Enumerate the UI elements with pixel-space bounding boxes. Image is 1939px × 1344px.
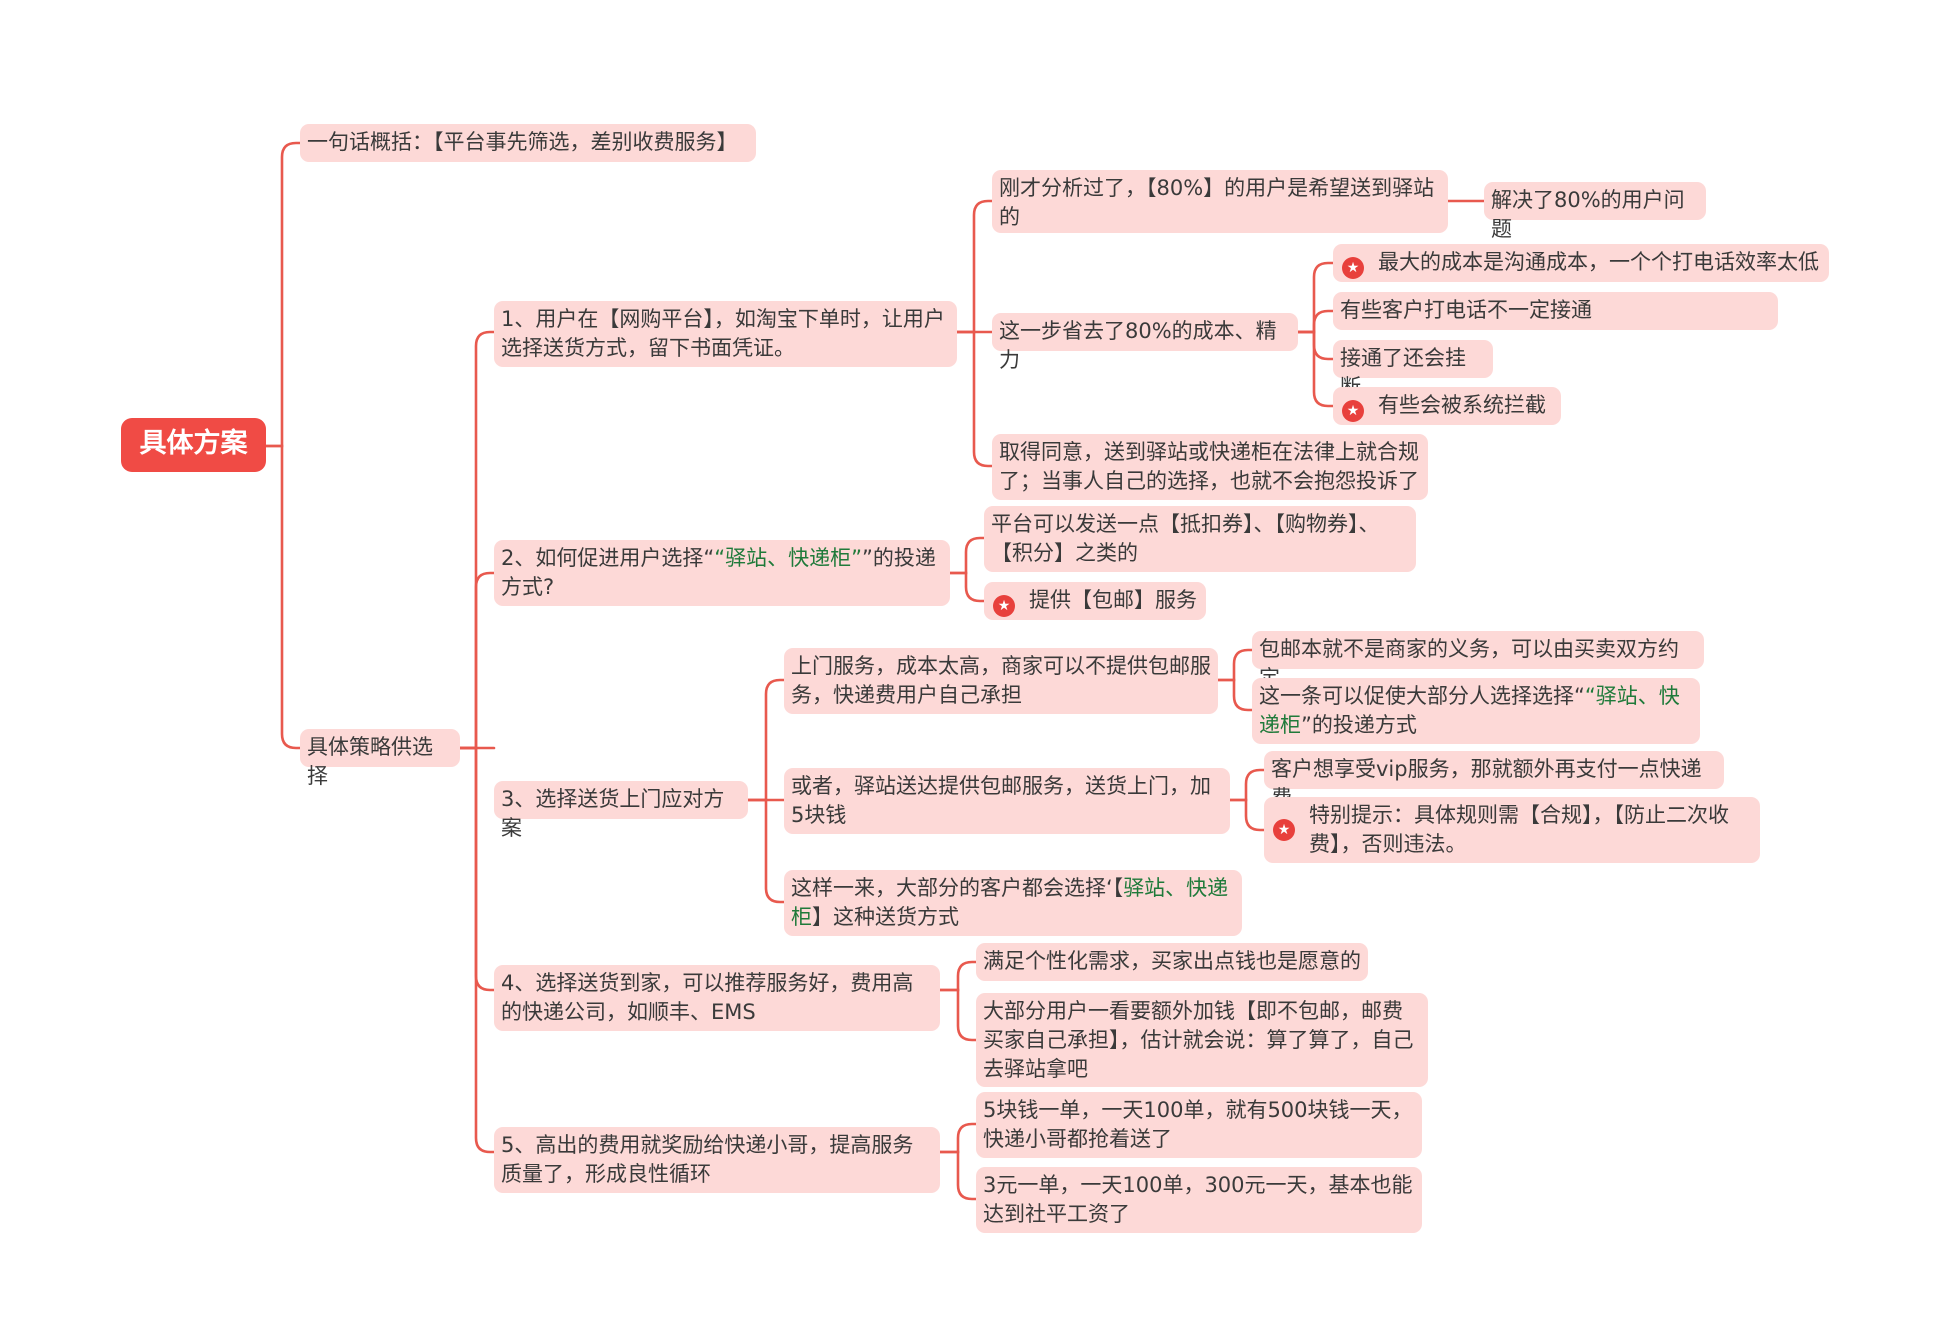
strategy-5[interactable]: 5、高出的费用就奖励给快递小哥，提高服务质量了，形成良性循环 <box>494 1127 940 1193</box>
link-s5-a <box>938 1122 978 1154</box>
link-s1-c <box>955 330 994 468</box>
point-c-label-post: 】这种送货方式 <box>812 905 959 929</box>
child-label-post: ”的投递方式 <box>1301 713 1417 737</box>
strategy-3-point-a[interactable]: 上门服务，成本太高，商家可以不提供包邮服务，快递费用户自己承担 <box>784 648 1218 714</box>
child-label-highlight: “驿站、快递柜 <box>1259 684 1680 737</box>
strategy-1-point-b-item-4[interactable]: ★ 有些会被系统拦截 <box>1333 387 1561 425</box>
strategy-1-point-a[interactable]: 刚才分析过了，【80%】的用户是希望送到驿站的 <box>992 170 1448 233</box>
child-label-pre: 这一条可以促使大部分人选择选择“ <box>1259 684 1585 708</box>
point-c-label-highlight: 驿站、快递柜 <box>791 876 1229 929</box>
link-s5-b <box>938 1150 978 1201</box>
link-s1b-4 <box>1296 330 1335 408</box>
link-s3a-2 <box>1216 678 1254 712</box>
link-s3a-1 <box>1216 648 1254 682</box>
strategy-5-point-b[interactable]: 3元一单，一天100单，300元一天，基本也能达到社平工资了 <box>976 1167 1422 1233</box>
link-strategy-s5 <box>458 746 496 1154</box>
strategy-5-point-a[interactable]: 5块钱一单，一天100单，就有500块钱一天，快递小哥都抢着送了 <box>976 1092 1422 1158</box>
strategy-3-point-b-child-2[interactable]: ★ 特别提示：具体规则需【合规】，【防止二次收费】，否则违法。 <box>1264 797 1760 863</box>
link-root-strategy <box>264 444 302 750</box>
strategy-2[interactable]: 2、如何促进用户选择““驿站、快递柜””的投递方式? <box>494 540 950 606</box>
summary-topic[interactable]: 一句话概括：【平台事先筛选，差别收费服务】 <box>300 124 756 162</box>
item-label: 最大的成本是沟通成本，一个个打电话效率太低 <box>1378 250 1819 274</box>
strategy-3[interactable]: 3、选择送货上门应对方案 <box>494 781 748 840</box>
link-s1b-3 <box>1296 330 1335 361</box>
strategy-2-point-b[interactable]: ★ 提供【包邮】服务 <box>984 582 1206 620</box>
link-s1b-2 <box>1296 309 1335 334</box>
strategy-1-point-b-item-3[interactable]: 接通了还会挂断 <box>1333 340 1493 399</box>
strategy-1[interactable]: 1、用户在【网购平台】，如淘宝下单时，让用户选择送货方式，留下书面凭证。 <box>494 301 957 367</box>
star-icon: ★ <box>1273 819 1295 841</box>
strategy-3-point-b[interactable]: 或者，驿站送达提供包邮服务，送货上门，加5块钱 <box>784 768 1230 834</box>
link-strategy-s2 <box>458 571 496 750</box>
link-root-summary <box>264 141 302 448</box>
link-s3b-1 <box>1228 768 1266 802</box>
strategy-1-point-a-result[interactable]: 解决了80%的用户问题 <box>1484 182 1706 241</box>
link-s2-a <box>948 536 986 575</box>
strategy-1-point-b-item-1[interactable]: ★ 最大的成本是沟通成本，一个个打电话效率太低 <box>1333 244 1829 282</box>
strategy-4-point-a[interactable]: 满足个性化需求，买家出点钱也是愿意的 <box>976 943 1368 981</box>
root-topic[interactable]: 具体方案 <box>121 418 266 472</box>
star-icon: ★ <box>993 595 1015 617</box>
link-s3-a <box>746 678 786 802</box>
strategy-4-point-b[interactable]: 大部分用户一看要额外加钱【即不包邮，邮费买家自己承担】，估计就会说：算了算了，自… <box>976 993 1428 1087</box>
link-s2-b <box>948 571 986 603</box>
star-icon: ★ <box>1342 400 1364 422</box>
strategy-1-point-b[interactable]: 这一步省去了80%的成本、精力 <box>992 313 1298 372</box>
strategy-topic[interactable]: 具体策略供选择 <box>300 729 460 788</box>
star-icon: ★ <box>1342 257 1364 279</box>
strategy-3-point-c[interactable]: 这样一来，大部分的客户都会选择‘【驿站、快递柜】这种送货方式 <box>784 870 1242 936</box>
item-label: 提供【包邮】服务 <box>1029 588 1197 612</box>
strategy-2-label-highlight: “驿站、快递柜” <box>714 546 863 570</box>
item-label: 特别提示：具体规则需【合规】，【防止二次收费】，否则违法。 <box>1309 803 1729 856</box>
link-s4-a <box>938 960 978 992</box>
strategy-4[interactable]: 4、选择送货到家，可以推荐服务好，费用高的快递公司，如顺丰、EMS <box>494 965 940 1031</box>
link-s1-a <box>955 199 994 334</box>
link-s3b-2 <box>1228 798 1266 832</box>
point-c-label-pre: 这样一来，大部分的客户都会选择‘【 <box>791 876 1124 900</box>
strategy-3-point-b-child-1[interactable]: 客户想享受vip服务，那就额外再支付一点快递费 <box>1264 751 1724 810</box>
link-s4-b <box>938 988 978 1042</box>
link-strategy-s1 <box>458 330 496 750</box>
link-s1b-1 <box>1296 261 1335 334</box>
link-s3-c <box>746 798 786 904</box>
strategy-2-label-post: ”的投递方式? <box>501 546 936 599</box>
strategy-2-label-pre: 2、如何促进用户选择“ <box>501 546 715 570</box>
strategy-2-point-a[interactable]: 平台可以发送一点【抵扣券】、【购物券】、【积分】之类的 <box>984 506 1416 572</box>
strategy-1-point-c[interactable]: 取得同意，送到驿站或快递柜在法律上就合规了；当事人自己的选择，也就不会抱怨投诉了 <box>992 434 1428 500</box>
strategy-3-point-a-child-2[interactable]: 这一条可以促使大部分人选择选择““驿站、快递柜”的投递方式 <box>1252 678 1700 744</box>
strategy-3-point-a-child-1[interactable]: 包邮本就不是商家的义务，可以由买卖双方约定 <box>1252 631 1704 690</box>
strategy-1-point-b-item-2[interactable]: 有些客户打电话不一定接通 <box>1333 292 1778 330</box>
item-label: 有些会被系统拦截 <box>1378 393 1546 417</box>
